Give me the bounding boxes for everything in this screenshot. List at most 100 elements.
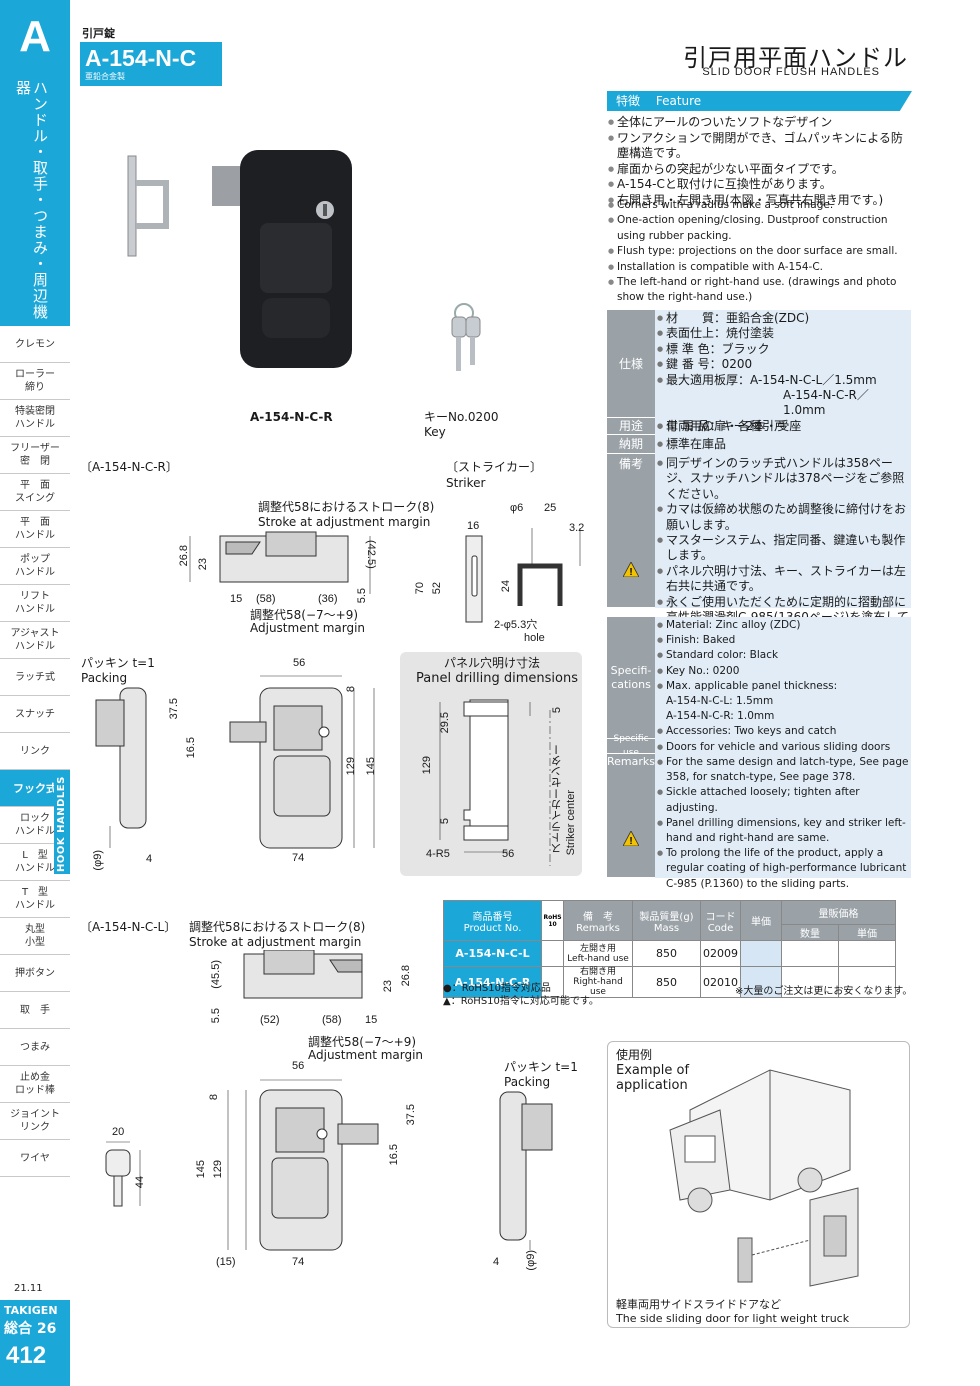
- sidebar-item[interactable]: 特装密閉ハンドル: [0, 400, 70, 437]
- sidebar-item[interactable]: クレモン: [0, 326, 70, 363]
- note-rohs-capable: ▲：RoHS10指令に対応可能です。: [443, 996, 599, 1007]
- dim-l-front: (15): [216, 1256, 236, 1268]
- sidebar-item-label: 密 閉: [20, 456, 50, 467]
- sidebar-item-label: 平 面: [20, 480, 50, 491]
- sidebar-item-label: 丸型: [25, 924, 45, 935]
- drawing-panel-cutout: [439, 699, 551, 866]
- dim-r-front: 74: [292, 852, 305, 864]
- feature-item: One-action opening/closing. Dustproof co…: [608, 213, 913, 244]
- spec-row: Accessories: Two keys and catch: [657, 724, 911, 739]
- drawing-r-top-view: [189, 531, 371, 594]
- dim-l-top: 15: [365, 1014, 378, 1026]
- sidebar-item[interactable]: ジョイントリンク: [0, 1103, 70, 1140]
- unit-cell: [838, 940, 896, 967]
- sidebar-item[interactable]: 押ボタン: [0, 955, 70, 992]
- remarks-en: Left-hand use: [567, 953, 629, 964]
- th-qty: 数量: [781, 924, 839, 941]
- sidebar-item-label: ポップ: [20, 554, 50, 565]
- sidebar-item[interactable]: リンク: [0, 733, 70, 770]
- price-cell: [740, 940, 782, 967]
- remarks-jp: 左開き用: [579, 943, 616, 954]
- sidebar-item-label: 押ボタン: [15, 967, 55, 979]
- panel-title-jp: パネル穴明け寸法: [444, 656, 541, 670]
- dim-l-top: 26.8: [400, 965, 412, 987]
- sidebar-item[interactable]: ロックハンドル: [0, 807, 70, 844]
- sidebar-item[interactable]: ローラー締り: [0, 363, 70, 400]
- feature-list-jp: 全体にアールのついたソフトなデザインワンアクションで開閉ができ、ゴムパッキンによ…: [608, 115, 913, 208]
- sidebar-item[interactable]: スナッチ: [0, 696, 70, 733]
- spec-row: 鍵 番 号：0200: [657, 357, 911, 373]
- sidebar-item[interactable]: ラッチ式: [0, 659, 70, 696]
- drawing-striker: [465, 528, 581, 623]
- dim-l-top: (45.5): [210, 960, 222, 989]
- sidebar-item[interactable]: L 型ハンドル: [0, 844, 70, 881]
- photo-caption-key-en: Key: [424, 425, 446, 439]
- application-caption-en: The side sliding door for light weight t…: [616, 1312, 850, 1325]
- sidebar-item-label: ハンドル: [15, 641, 55, 652]
- sidebar-item[interactable]: フリーザー密 閉: [0, 437, 70, 474]
- spec-row: Key No.: 0200: [657, 664, 911, 679]
- dim-l-top: (58): [322, 1014, 342, 1026]
- sidebar-item[interactable]: ワイヤ: [0, 1140, 70, 1177]
- sidebar-item[interactable]: つまみ: [0, 1029, 70, 1066]
- spec-table-en: Specifi-cations Specific use Remarks ! M…: [607, 617, 911, 890]
- edition-date: 21.11: [14, 1283, 43, 1294]
- mass-cell: 850: [632, 940, 701, 967]
- th-mass-jp: 製品質量(g): [639, 911, 694, 923]
- sidebar-item-label: ロック: [20, 813, 50, 824]
- dim-l-top: 23: [382, 980, 394, 993]
- drawing-l-side-view: [499, 1091, 553, 1250]
- hook-handles-label: HOOK HANDLES: [54, 774, 70, 874]
- spec-row: Sickle attached loosely; tighten after a…: [657, 785, 911, 815]
- sidebar-item[interactable]: 止め金ロッド棒: [0, 1066, 70, 1103]
- mass-cell: 850: [632, 966, 701, 998]
- dim-r-top: 5.5: [356, 588, 368, 604]
- th-remarks-jp: 備 考: [583, 911, 613, 923]
- use-text-en: Doors for vehicle and various sliding do…: [657, 740, 911, 755]
- spec-row: 表面仕上：焼付塗装: [657, 326, 911, 342]
- sidebar-item[interactable]: 平 面スイング: [0, 474, 70, 511]
- remarks-label-en: Remarks: [607, 754, 655, 878]
- key-photo: [451, 303, 481, 371]
- drawing-l-title: 〔A-154-N-C-L〕: [80, 920, 177, 934]
- product-material: 亜鉛合金製: [85, 72, 125, 81]
- delivery-label: 納期: [607, 435, 655, 454]
- application-example-box: [607, 1041, 910, 1328]
- dim-key: 44: [134, 1176, 146, 1189]
- th-price: 単価: [740, 900, 782, 941]
- page-number: 412: [6, 1342, 47, 1369]
- sidebar-item[interactable]: T 型ハンドル: [0, 881, 70, 918]
- sidebar-item[interactable]: 取 手: [0, 992, 70, 1029]
- application-title-en-1: Example of: [616, 1063, 690, 1078]
- product-photo: [127, 150, 352, 368]
- remarks-jp: 右開き用: [579, 967, 616, 977]
- spec-row: Finish: Baked: [657, 633, 911, 648]
- sidebar-item[interactable]: 平 面ハンドル: [0, 511, 70, 548]
- unit-cell: [838, 966, 896, 998]
- sidebar-item[interactable]: 丸型小型: [0, 918, 70, 955]
- th-code-jp: コード: [705, 911, 736, 923]
- sidebar-item[interactable]: リフトハンドル: [0, 585, 70, 622]
- dim-r-top: 26.8: [178, 545, 190, 567]
- sidebar-item-label: リンク: [20, 1122, 50, 1133]
- dim-panel: 5: [439, 818, 451, 825]
- sidebar-item-label: ジョイント: [10, 1109, 60, 1120]
- dim-l-top: 5.5: [210, 1008, 222, 1024]
- spec-label: 仕様: [607, 310, 655, 418]
- dim-panel: 129: [421, 756, 433, 775]
- product-category: 引戸錠: [82, 27, 115, 40]
- feature-list-en: Corners with a radius make a soft image.…: [608, 198, 913, 306]
- delivery-text: 標準在庫品: [657, 437, 911, 453]
- remarks-values-jp: 同デザインのラッチ式ハンドルは358ページ、スナッチハンドルは378ページをご参…: [657, 456, 911, 641]
- sidebar-category-block: A ハンドル・取手・つまみ・周辺機器: [0, 0, 70, 326]
- svg-text:!: !: [629, 836, 632, 846]
- remarks-label: 備考: [607, 454, 655, 608]
- sidebar-item-label: リフト: [20, 591, 50, 602]
- sidebar-item-label: クレモン: [15, 338, 55, 350]
- feature-item: ワンアクションで開閉ができ、ゴムパッキンによる防塵構造です。: [608, 131, 913, 162]
- panel-title-en: Panel drilling dimensions: [416, 671, 578, 686]
- sidebar-item[interactable]: アジャストハンドル: [0, 622, 70, 659]
- sidebar-item[interactable]: ポップハンドル: [0, 548, 70, 585]
